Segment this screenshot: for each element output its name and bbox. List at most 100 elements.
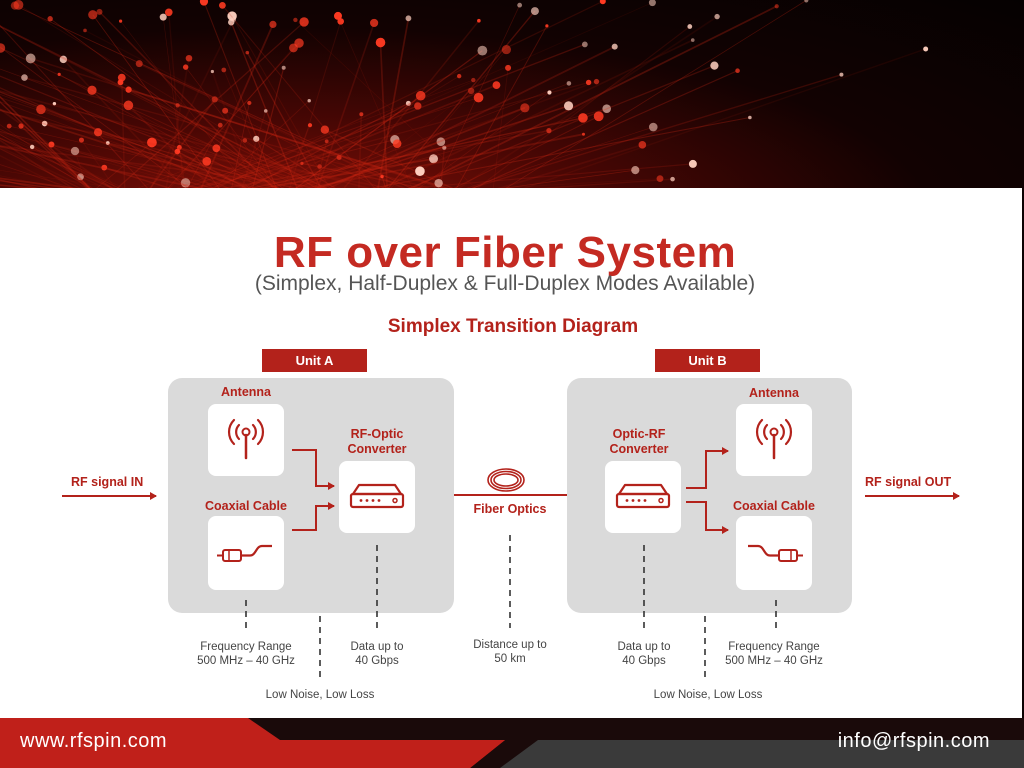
fiber-tip bbox=[299, 17, 309, 27]
fiber-tip bbox=[59, 55, 68, 64]
fiber-strand bbox=[74, 150, 89, 190]
fiber-strand bbox=[30, 57, 450, 190]
fiber-tip bbox=[125, 86, 132, 93]
fiber-tip bbox=[47, 16, 53, 22]
fiber-tip bbox=[415, 90, 426, 101]
unit-a-antenna-tile bbox=[208, 404, 284, 476]
fiber-strand bbox=[9, 125, 289, 190]
fiber-strand bbox=[164, 58, 190, 190]
fiber-strand bbox=[54, 103, 332, 190]
fiber-tip bbox=[281, 65, 286, 70]
fiber-strand bbox=[58, 73, 267, 190]
antenna-icon bbox=[755, 418, 793, 460]
fiber-tip bbox=[123, 100, 134, 111]
unit-b-antenna-label: Antenna bbox=[749, 386, 799, 400]
fiber-strand bbox=[162, 17, 186, 190]
fiber-tip bbox=[320, 125, 330, 134]
unit-a-noise-caption: Low Noise, Low Loss bbox=[265, 689, 375, 701]
fiber-tip bbox=[670, 176, 675, 182]
fiber-strand bbox=[199, 24, 274, 190]
fiber-tip bbox=[88, 10, 98, 20]
fiber-strand bbox=[51, 143, 238, 190]
fiber-strand bbox=[0, 95, 93, 190]
website-link[interactable]: www.rfspin.com bbox=[20, 730, 168, 752]
fiber-strand bbox=[490, 144, 643, 190]
fiber-strand bbox=[14, 5, 417, 190]
fiber-strand bbox=[449, 115, 599, 190]
fiber-strand bbox=[0, 132, 206, 190]
fiber-strand bbox=[93, 142, 153, 190]
fiber-strand bbox=[205, 43, 586, 190]
fiber-strand bbox=[489, 169, 636, 190]
fiber-tip bbox=[289, 43, 298, 53]
unit-b-cable-tile bbox=[736, 516, 812, 590]
fiber-tip bbox=[180, 178, 191, 188]
fiber-tip bbox=[307, 99, 311, 103]
converter-icon bbox=[615, 483, 671, 509]
caption-line: 40 Gbps bbox=[355, 655, 399, 667]
caption-line: Data up to bbox=[617, 641, 671, 653]
fiber-strand bbox=[223, 69, 274, 190]
fiber-tip bbox=[0, 43, 6, 53]
fiber-tip bbox=[414, 102, 422, 110]
fiber-strand bbox=[120, 81, 324, 190]
fiber-tip bbox=[263, 109, 268, 113]
fiber-strand bbox=[104, 166, 178, 190]
fiber-tip bbox=[505, 64, 512, 71]
fiber-strand bbox=[211, 71, 254, 190]
fiber-tip bbox=[29, 144, 35, 150]
fiber-strand bbox=[225, 2, 653, 190]
fiber-tip bbox=[101, 164, 108, 171]
rf-signal-out-label: RF signal OUT bbox=[865, 475, 952, 489]
fiber-strand bbox=[454, 15, 718, 190]
fiber-tip bbox=[221, 67, 227, 73]
fiber-tip bbox=[359, 112, 364, 117]
fiber-tip bbox=[638, 141, 647, 149]
fiber-strand bbox=[49, 18, 287, 190]
fiber-tip bbox=[83, 28, 87, 33]
page-subtitle: (Simplex, Half-Duplex & Full-Duplex Mode… bbox=[254, 272, 756, 295]
unit-a-cable-tile bbox=[208, 516, 284, 590]
fiber-strand bbox=[0, 145, 344, 190]
unit-b-data-caption: Data up to 40 Gbps bbox=[594, 640, 694, 668]
fiber-tip bbox=[578, 113, 588, 123]
fiber-tip bbox=[631, 166, 640, 175]
email-link[interactable]: info@rfspin.com bbox=[837, 730, 990, 752]
fiber-tip bbox=[324, 139, 329, 144]
fiber-tip bbox=[21, 74, 28, 81]
fiber-strand bbox=[62, 58, 188, 190]
fiber-strand bbox=[128, 88, 456, 190]
fiber-strand bbox=[149, 19, 235, 190]
caption-line: Frequency Range bbox=[200, 641, 292, 653]
unit-b-frequency-caption: Frequency Range 500 MHz – 40 GHz bbox=[714, 640, 834, 668]
fiber-tip bbox=[18, 123, 24, 129]
fiber-tip bbox=[405, 15, 412, 22]
diagram-card: RF over Fiber System (Simplex, Half-Dupl… bbox=[0, 188, 1022, 718]
fiber-strand bbox=[433, 4, 521, 190]
fiber-strand bbox=[0, 101, 248, 190]
fiber-strand bbox=[454, 25, 548, 190]
fiber-tip bbox=[96, 8, 103, 15]
fiber-tip bbox=[602, 104, 612, 113]
fiber-tip bbox=[477, 45, 488, 56]
converter-to-antenna-arrow bbox=[686, 447, 729, 489]
fiber-strand bbox=[0, 177, 93, 190]
converter-icon bbox=[349, 483, 405, 509]
fiber-tip bbox=[520, 103, 530, 113]
caption-line: 40 Gbps bbox=[622, 655, 666, 667]
fiber-strand bbox=[0, 26, 322, 190]
unit-a-cable-label: Coaxial Cable bbox=[205, 499, 287, 513]
fiber-strand bbox=[91, 89, 285, 190]
caption-line: Distance up to bbox=[473, 639, 547, 651]
fiber-optics-hero-image bbox=[0, 0, 1024, 190]
fiber-strand bbox=[502, 0, 807, 190]
unit-b-noise-caption: Low Noise, Low Loss bbox=[653, 689, 763, 701]
fiber-strand bbox=[295, 19, 479, 190]
fiber-strand bbox=[0, 87, 235, 190]
fiber-tip bbox=[176, 145, 182, 150]
fiber-strand bbox=[0, 109, 322, 190]
cable-to-converter-arrow bbox=[292, 502, 335, 531]
fiber-strand bbox=[288, 140, 442, 190]
fiber-tip bbox=[599, 0, 606, 5]
fiber-strand bbox=[0, 132, 130, 190]
